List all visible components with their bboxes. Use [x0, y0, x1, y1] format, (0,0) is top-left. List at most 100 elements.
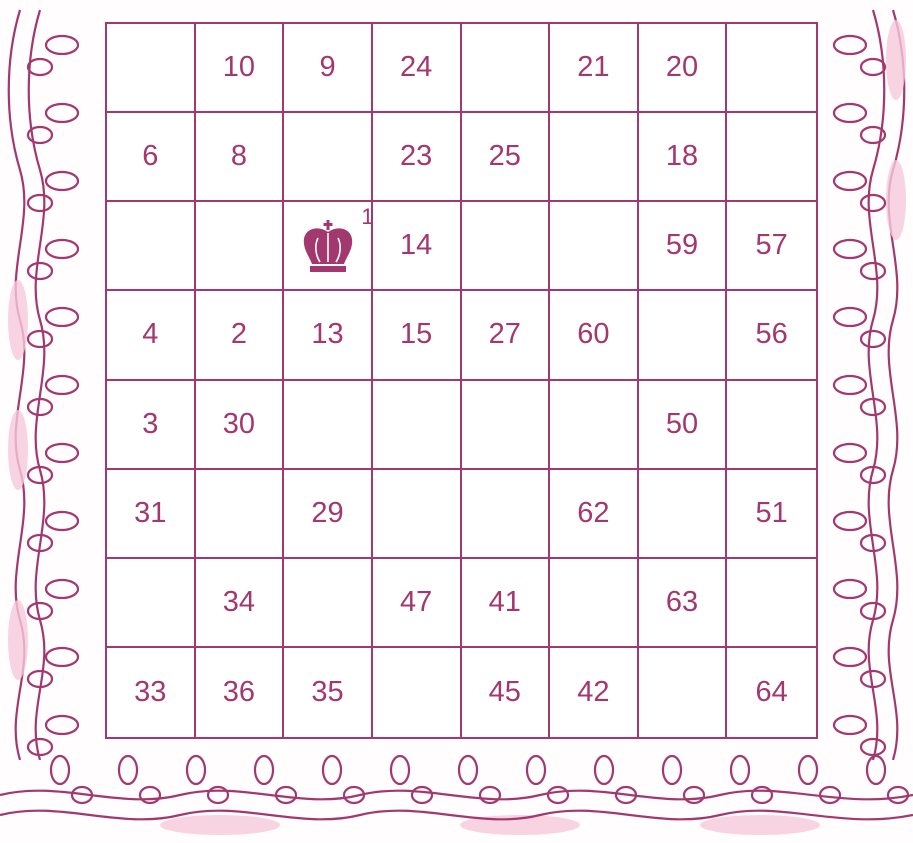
board-square[interactable] — [107, 202, 196, 291]
board-square[interactable] — [107, 24, 196, 113]
board-square[interactable] — [550, 202, 639, 291]
board-square[interactable] — [550, 559, 639, 648]
board-square[interactable]: 25 — [462, 113, 551, 202]
board-square[interactable]: 31 — [107, 470, 196, 559]
board-square[interactable] — [462, 24, 551, 113]
board-square[interactable] — [727, 381, 816, 470]
board-square[interactable]: 21 — [550, 24, 639, 113]
board-square[interactable] — [373, 648, 462, 737]
board-square[interactable] — [639, 291, 728, 380]
move-number: 42 — [577, 676, 609, 709]
board-square[interactable]: 57 — [727, 202, 816, 291]
decorative-knot-border-right — [818, 0, 913, 760]
board-square[interactable]: 29 — [284, 470, 373, 559]
board-square[interactable]: 24 — [373, 24, 462, 113]
board-square[interactable]: 51 — [727, 470, 816, 559]
move-number: 57 — [756, 229, 788, 262]
board-square[interactable]: 35 — [284, 648, 373, 737]
board-square[interactable]: 18 — [639, 113, 728, 202]
board-square[interactable]: 64 — [727, 648, 816, 737]
board-square[interactable] — [550, 381, 639, 470]
board-square[interactable]: 13 — [284, 291, 373, 380]
king-piece: 1 — [298, 216, 358, 276]
board-square[interactable] — [727, 113, 816, 202]
board-square[interactable]: 9 — [284, 24, 373, 113]
move-number: 24 — [400, 51, 432, 84]
board-square[interactable]: 56 — [727, 291, 816, 380]
board-square[interactable]: 8 — [196, 113, 285, 202]
move-number: 18 — [666, 140, 698, 173]
decorative-knot-border-left — [0, 0, 105, 760]
move-number: 2 — [231, 318, 247, 351]
board-square[interactable]: 15 — [373, 291, 462, 380]
board-square[interactable] — [727, 559, 816, 648]
move-number: 35 — [311, 676, 343, 709]
board-square[interactable]: 4 — [107, 291, 196, 380]
move-number: 20 — [666, 51, 698, 84]
board-square[interactable] — [462, 470, 551, 559]
move-number: 4 — [142, 318, 158, 351]
board-square[interactable]: 36 — [196, 648, 285, 737]
move-number: 29 — [311, 497, 343, 530]
board-square[interactable] — [284, 559, 373, 648]
board-square[interactable]: 20 — [639, 24, 728, 113]
board-square[interactable]: 33 — [107, 648, 196, 737]
board-square[interactable]: 27 — [462, 291, 551, 380]
board-square[interactable]: 41 — [462, 559, 551, 648]
board-square[interactable]: 34 — [196, 559, 285, 648]
move-number: 50 — [666, 408, 698, 441]
board-square[interactable] — [373, 381, 462, 470]
board-square[interactable] — [284, 381, 373, 470]
board-square[interactable] — [107, 559, 196, 648]
move-number: 36 — [223, 676, 255, 709]
board-square[interactable] — [284, 113, 373, 202]
board-square[interactable]: 1 — [284, 202, 373, 291]
board-square[interactable]: 62 — [550, 470, 639, 559]
move-number: 45 — [489, 676, 521, 709]
board-square[interactable] — [639, 470, 728, 559]
board-square[interactable]: 23 — [373, 113, 462, 202]
move-number: 27 — [489, 318, 521, 351]
move-number: 30 — [223, 408, 255, 441]
move-number: 6 — [142, 140, 158, 173]
board-square[interactable]: 10 — [196, 24, 285, 113]
board-square[interactable] — [639, 648, 728, 737]
board-square[interactable] — [462, 202, 551, 291]
board-square[interactable]: 6 — [107, 113, 196, 202]
move-number: 15 — [400, 318, 432, 351]
move-number: 9 — [319, 51, 335, 84]
board-square[interactable] — [550, 113, 639, 202]
board-square[interactable]: 42 — [550, 648, 639, 737]
decorative-knot-border-bottom — [0, 740, 913, 843]
move-number: 59 — [666, 229, 698, 262]
move-number: 64 — [756, 676, 788, 709]
move-number: 13 — [311, 318, 343, 351]
move-number: 1 — [361, 204, 373, 230]
board-square[interactable]: 47 — [373, 559, 462, 648]
move-number: 3 — [142, 408, 158, 441]
king-icon — [298, 216, 358, 276]
move-number: 62 — [577, 497, 609, 530]
board-square[interactable]: 3 — [107, 381, 196, 470]
board-square[interactable] — [462, 381, 551, 470]
board-square[interactable] — [373, 470, 462, 559]
board-square[interactable]: 14 — [373, 202, 462, 291]
board-square[interactable] — [727, 24, 816, 113]
move-number: 34 — [223, 586, 255, 619]
board-square[interactable]: 2 — [196, 291, 285, 380]
move-number: 21 — [577, 51, 609, 84]
move-number: 25 — [489, 140, 521, 173]
board-square[interactable]: 60 — [550, 291, 639, 380]
board-square[interactable]: 59 — [639, 202, 728, 291]
move-number: 63 — [666, 586, 698, 619]
board-square[interactable] — [196, 470, 285, 559]
move-number: 47 — [400, 586, 432, 619]
board-square[interactable]: 50 — [639, 381, 728, 470]
board-square[interactable]: 45 — [462, 648, 551, 737]
board-square[interactable]: 30 — [196, 381, 285, 470]
move-number: 10 — [223, 51, 255, 84]
move-number: 31 — [134, 497, 166, 530]
board-square[interactable]: 63 — [639, 559, 728, 648]
board-square[interactable] — [196, 202, 285, 291]
